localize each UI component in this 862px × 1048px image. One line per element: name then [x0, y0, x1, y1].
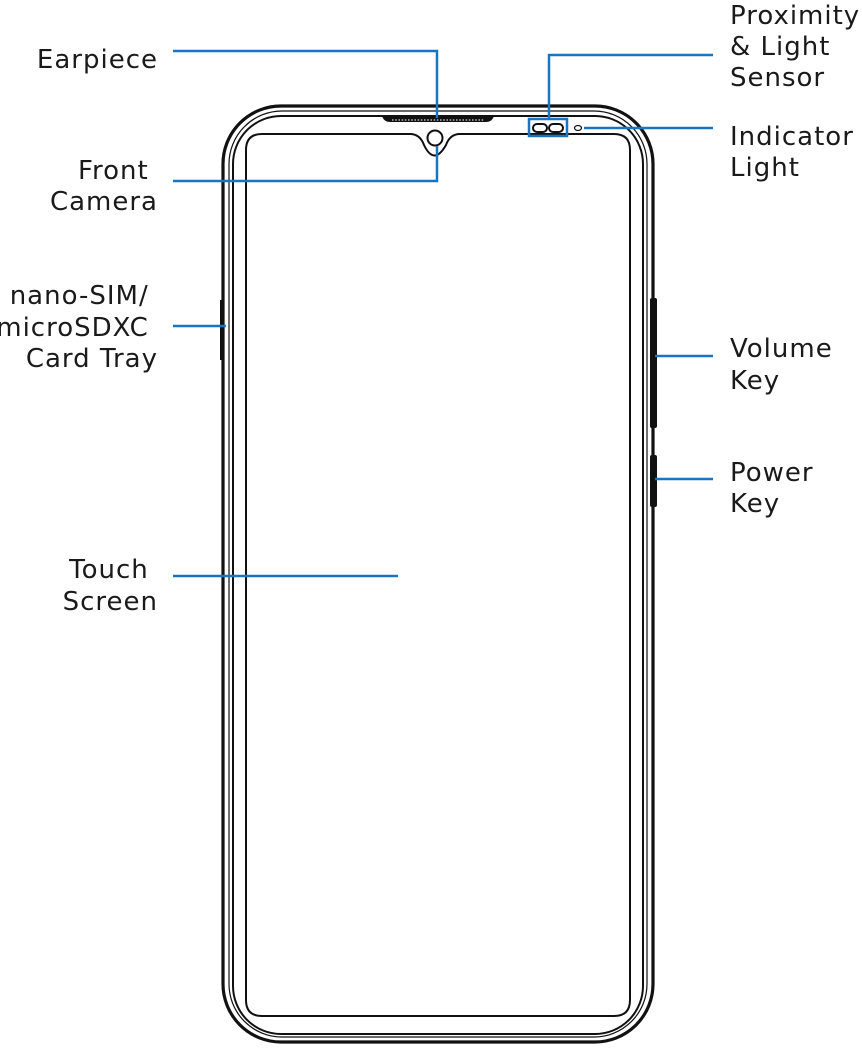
touch-screen-label: Touch Screen	[63, 555, 158, 617]
volume-key-label: Volume Key	[730, 334, 842, 396]
volume-key-body	[650, 298, 657, 428]
indicator-light-dot	[573, 124, 583, 132]
front-camera-label: Front Camera	[50, 156, 158, 217]
proximity-sensor-label: Proximity & Light Sensor	[730, 1, 862, 93]
leader-lines	[173, 49, 713, 578]
phone-frame-inner-edge	[228, 110, 648, 1038]
sim-tray-slot	[220, 300, 224, 360]
earpiece-leader	[173, 49, 439, 118]
sim-tray-label: nano-SIM/ microSDXC Card Tray	[0, 281, 158, 374]
power-key-body	[650, 455, 657, 507]
front-camera-lens	[426, 129, 444, 147]
labels-right: Proximity & Light Sensor Indicator Light…	[730, 1, 862, 519]
proximity-sensor	[532, 123, 564, 133]
phone-body	[220, 104, 657, 1044]
proximity-sensor-leader	[547, 53, 713, 119]
power-key-label: Power Key	[730, 458, 823, 519]
front-camera-leader	[173, 146, 439, 183]
earpiece-grille	[382, 116, 494, 122]
touch-screen-area	[245, 133, 631, 1017]
indicator-light-label: Indicator Light	[730, 122, 862, 183]
phone-outer-frame	[221, 104, 655, 1044]
earpiece-label: Earpiece	[37, 45, 158, 75]
labels-left: Earpiece Front Camera nano-SIM/ microSDX…	[0, 45, 158, 617]
